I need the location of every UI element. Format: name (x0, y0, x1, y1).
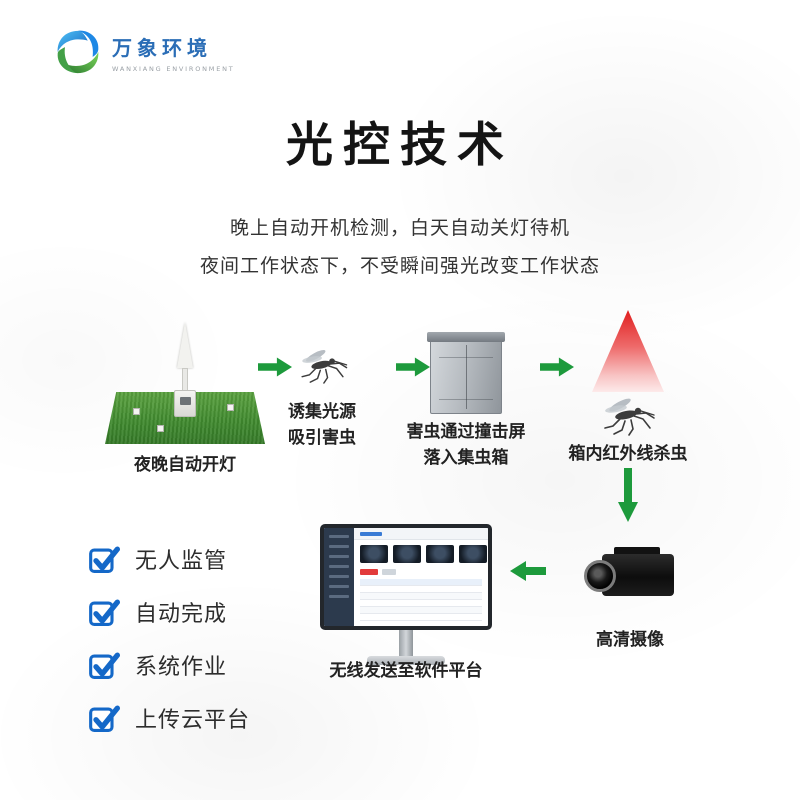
checkbox-checked-icon (88, 702, 120, 734)
screen-gray-button (382, 569, 396, 575)
checklist-item: 系统作业 (88, 648, 250, 682)
flow-step5-label: 高清摄像 (596, 630, 664, 650)
infrared-triangle-illustration (592, 310, 664, 392)
flow-step3-label: 害虫通过撞击屏 落入集虫箱 (406, 422, 526, 469)
checkbox-checked-icon (88, 649, 120, 681)
checklist-item: 上传云平台 (88, 701, 250, 735)
screen-topbar (354, 528, 488, 540)
description-line-2: 夜间工作状态下，不受瞬间强光改变工作状态 (199, 255, 600, 277)
lamp-pole (182, 368, 188, 392)
flow-step4-label: 箱内红外线杀虫 (568, 444, 688, 464)
feature-checklist: 无人监管 自动完成 系统作业 上传云平台 (88, 542, 250, 754)
ground-trap (227, 404, 234, 411)
screen-thumbnails (360, 545, 487, 563)
description-line-1: 晚上自动开机检测，白天自动关灯待机 (229, 217, 570, 239)
ground-trap (133, 408, 140, 415)
screen-table (360, 579, 482, 621)
checklist-item-label: 自动完成 (135, 602, 228, 627)
monitor-illustration (320, 524, 492, 665)
flow-step6-label: 无线发送至软件平台 (329, 661, 483, 681)
checklist-item-label: 系统作业 (135, 655, 228, 680)
monitor-stand (399, 630, 413, 656)
screen-red-button (360, 569, 378, 575)
mosquito-icon (294, 344, 352, 384)
arrow-left-icon (510, 560, 546, 582)
checkbox-checked-icon (88, 543, 120, 575)
arrow-right-icon (540, 356, 574, 378)
arrow-right-icon (258, 356, 292, 378)
flow-step1-label: 夜晚自动开灯 (134, 455, 236, 475)
checklist-item: 自动完成 (88, 595, 250, 629)
company-logo-icon (52, 26, 104, 78)
camera-lens (584, 560, 616, 592)
camera-top-ridge (614, 547, 660, 556)
company-name: 万象环境 (112, 35, 212, 60)
company-logo: 万象环境 WANXIANG ENVIRONMENT (52, 26, 235, 78)
checklist-item-label: 上传云平台 (135, 708, 251, 733)
mosquito-icon (596, 392, 660, 436)
trap-lamp-illustration (105, 320, 265, 444)
lamp-cone (177, 322, 193, 368)
monitor-screen (320, 524, 492, 630)
flow-step2-label: 诱集光源 吸引害虫 (288, 402, 356, 449)
arrow-down-icon (617, 468, 639, 522)
camera-illustration (584, 545, 676, 607)
lamp-base (174, 390, 196, 417)
ground-trap (157, 425, 164, 432)
arrow-right-icon (396, 356, 430, 378)
checklist-item-label: 无人监管 (135, 549, 228, 574)
collection-box-illustration (427, 332, 505, 414)
company-logo-text: 万象环境 WANXIANG ENVIRONMENT (112, 32, 235, 73)
page-title: 光控技术 (286, 118, 514, 173)
screen-sidebar (324, 528, 354, 626)
monitor-base (367, 656, 445, 665)
checkbox-checked-icon (88, 596, 120, 628)
checklist-item: 无人监管 (88, 542, 250, 576)
company-name-en: WANXIANG ENVIRONMENT (112, 64, 235, 73)
